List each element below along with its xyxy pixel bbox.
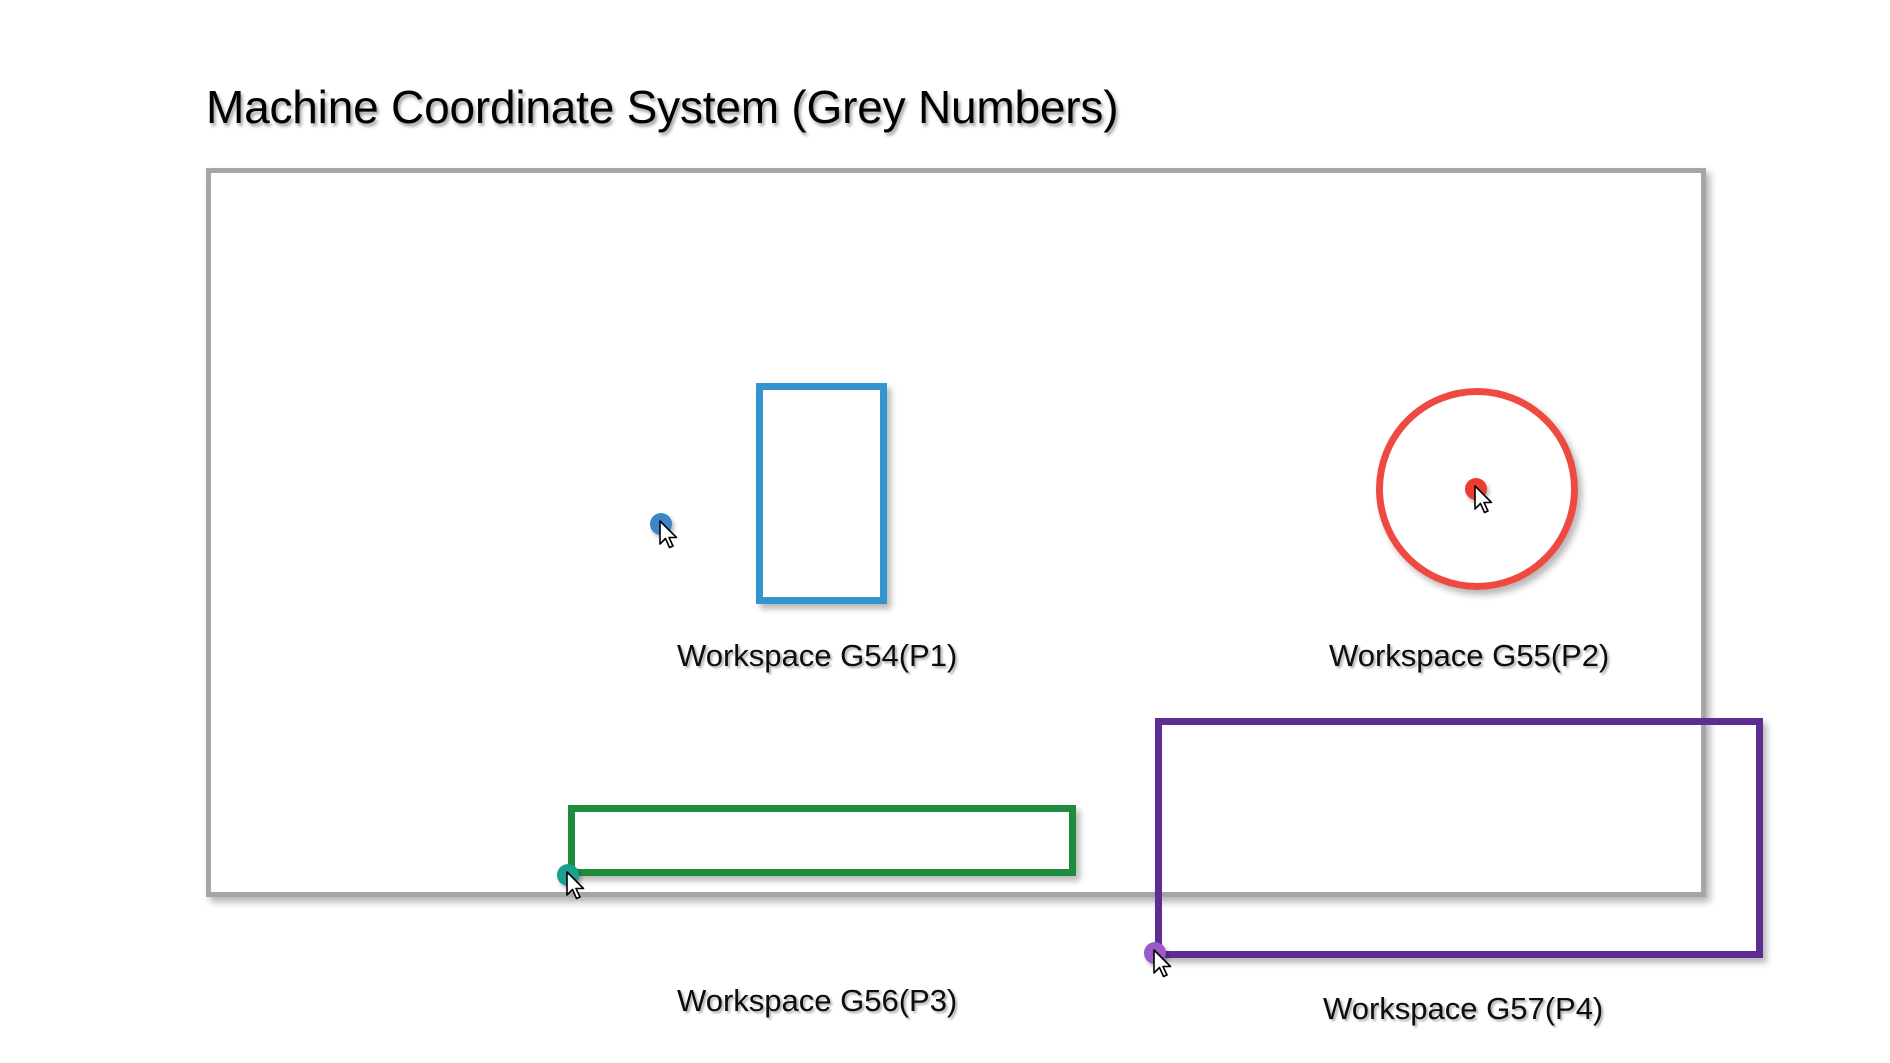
origin-dot-g55[interactable] <box>1465 478 1487 500</box>
workspace-label-g56: Workspace G56(P3) <box>677 983 958 1018</box>
page-title: Machine Coordinate System (Grey Numbers) <box>206 81 1119 133</box>
workspace-label-g54: Workspace G54(P1) <box>677 638 958 673</box>
workspace-label-g57: Workspace G57(P4) <box>1323 991 1604 1026</box>
workspace-shape-g54[interactable] <box>756 383 887 604</box>
workspace-shape-g57[interactable] <box>1155 718 1763 958</box>
origin-dot-g57[interactable] <box>1144 942 1166 964</box>
machine-coordinate-frame: Workspace G54(P1) Workspace G55(P2) Work… <box>206 168 1763 1026</box>
origin-dot-g56[interactable] <box>557 864 579 886</box>
workspace-shape-g55[interactable] <box>1376 388 1578 590</box>
workspace-shape-g56[interactable] <box>568 805 1076 876</box>
workspace-label-g55: Workspace G55(P2) <box>1329 638 1610 673</box>
origin-dot-g54[interactable] <box>650 513 672 535</box>
